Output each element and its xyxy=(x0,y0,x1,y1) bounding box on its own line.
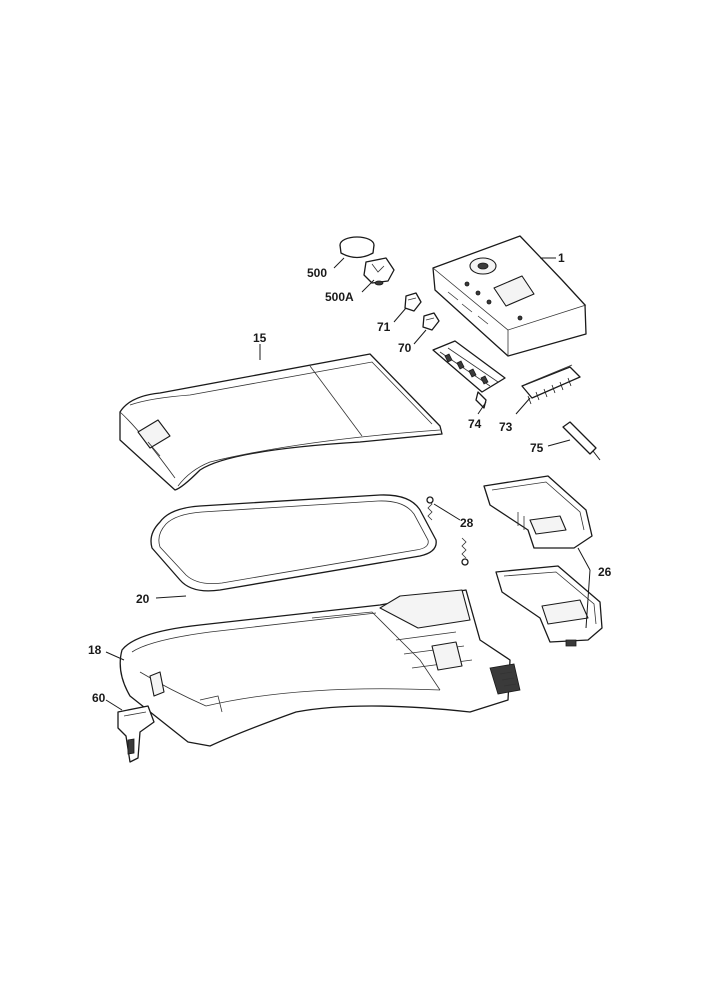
callout-74: 74 xyxy=(468,417,482,431)
callout-labels: 1 500 500A 71 70 15 74 73 75 28 26 20 18… xyxy=(88,251,612,705)
part-20-gasket xyxy=(150,494,437,592)
part-18-top-frame xyxy=(119,589,521,747)
callout-500: 500 xyxy=(307,266,327,280)
leader-lines xyxy=(105,257,591,711)
callout-26: 26 xyxy=(598,565,612,579)
part-73-connector-strip xyxy=(521,364,581,405)
callout-75: 75 xyxy=(530,441,544,455)
part-1-control-panel xyxy=(432,235,587,357)
part-26-hinge-bracket-upper xyxy=(483,475,593,549)
callout-71: 71 xyxy=(377,320,391,334)
part-28-springs xyxy=(426,496,469,566)
part-71-switch xyxy=(404,292,422,312)
callout-73: 73 xyxy=(499,420,513,434)
callout-500a: 500A xyxy=(325,290,354,304)
callout-20: 20 xyxy=(136,592,150,606)
callout-1: 1 xyxy=(558,251,565,265)
callout-60: 60 xyxy=(92,691,106,705)
part-500-knob-cap xyxy=(339,236,375,259)
part-74-pcb-board xyxy=(432,340,506,409)
part-15-lid xyxy=(119,353,443,491)
part-75-sensor xyxy=(562,421,601,461)
callout-28: 28 xyxy=(460,516,474,530)
part-70-switch xyxy=(422,312,440,331)
callout-18: 18 xyxy=(88,643,102,657)
part-500a-knob xyxy=(363,257,395,286)
callout-15: 15 xyxy=(253,331,267,345)
part-26-hinge-bracket-lower xyxy=(495,565,603,647)
callout-70: 70 xyxy=(398,341,412,355)
part-60-latch xyxy=(117,705,155,763)
